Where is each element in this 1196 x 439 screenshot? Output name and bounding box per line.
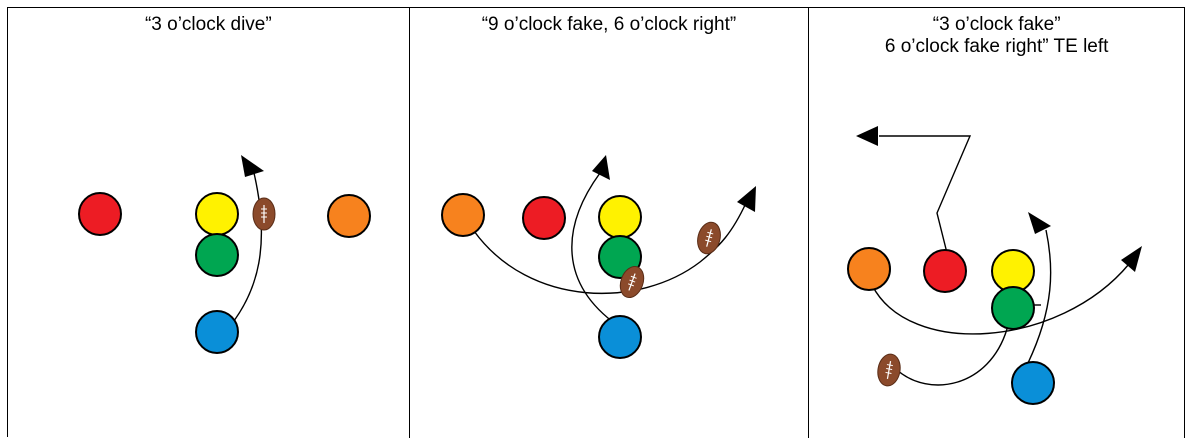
fake-route-green	[896, 328, 1008, 386]
player-yellow	[991, 249, 1036, 293]
route-arrowhead	[591, 155, 610, 180]
football-icon	[252, 197, 276, 231]
play-diagram	[78, 155, 371, 354]
route-arrowhead	[241, 155, 264, 177]
caption-line: 6 o’clock fake right” TE left	[884, 36, 1109, 57]
player-orange	[327, 194, 371, 238]
diagram-table: “3 o’clock dive” “9 o’clock fake, 6 o’cl…	[7, 7, 1185, 438]
panel-caption: “3 o’clock fake” 6 o’clock fake right” T…	[809, 14, 1184, 58]
player-red	[78, 192, 122, 236]
route-arrowhead	[1028, 212, 1052, 234]
player-yellow	[597, 195, 642, 239]
player-blue	[195, 310, 239, 354]
sweep-route-orange	[473, 202, 747, 294]
panel-3-oclock-dive: “3 o’clock dive”	[8, 8, 410, 438]
player-blue	[1011, 361, 1056, 405]
football-icon	[619, 266, 644, 298]
fake-route-blue	[570, 172, 618, 326]
route-arrowhead	[856, 126, 879, 146]
te-route-red	[879, 135, 972, 254]
play-diagram	[440, 155, 756, 359]
fake-route-blue	[1027, 229, 1052, 364]
play-diagram	[847, 126, 1143, 405]
route-arrowhead	[736, 186, 756, 212]
football-icon	[877, 353, 901, 387]
sweep-route-orange	[871, 263, 1130, 335]
panel-9-oclock-fake-6-oclock-right: “9 o’clock fake, 6 o’clock right”	[410, 8, 810, 438]
player-orange	[847, 247, 892, 291]
panel-3-oclock-fake-te-left: “3 o’clock fake” 6 o’clock fake right” T…	[809, 8, 1185, 438]
dive-route	[225, 172, 263, 332]
player-green	[195, 233, 239, 277]
panel-caption: “9 o’clock fake, 6 o’clock right”	[410, 14, 809, 36]
route-arrowhead	[1121, 246, 1143, 272]
player-red	[923, 249, 968, 293]
player-red	[521, 196, 566, 240]
caption-line: “3 o’clock dive”	[144, 14, 272, 35]
football-icon	[696, 221, 721, 255]
panel-caption: “3 o’clock dive”	[8, 14, 409, 36]
caption-line: “9 o’clock fake, 6 o’clock right”	[481, 14, 737, 35]
player-blue	[597, 315, 642, 359]
player-green	[991, 286, 1036, 330]
player-yellow	[195, 192, 239, 236]
player-orange	[440, 193, 485, 237]
caption-line: “3 o’clock fake”	[932, 14, 1061, 35]
